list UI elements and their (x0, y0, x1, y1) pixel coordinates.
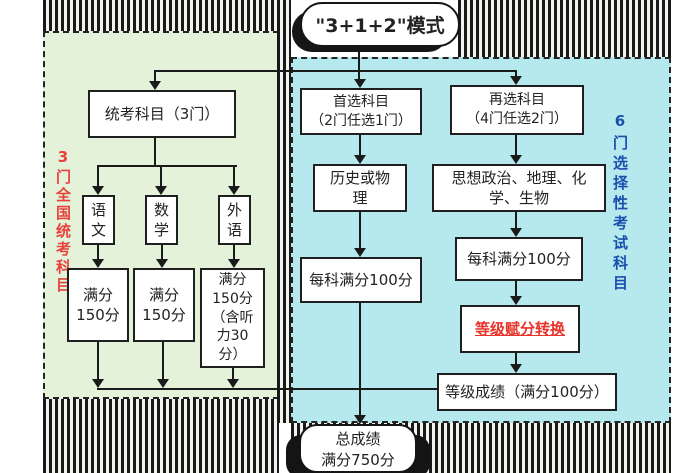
title-box: "3+1+2"模式 (300, 2, 460, 47)
total-score-box: 总成绩 满分750分 (299, 424, 417, 473)
connector-line (515, 353, 517, 364)
left-panel-side-label: 3门全国统考科目 (54, 148, 72, 295)
arrowhead-icon (155, 186, 167, 195)
connector-line (233, 245, 235, 259)
hatch-shadow-top-left (43, 0, 279, 31)
hatch-shadow-bottom-left (43, 399, 279, 473)
subject-box-foreign-language: 外 语 (218, 195, 251, 245)
connector-line (97, 245, 99, 259)
arrowhead-icon (157, 379, 169, 388)
connector-line (97, 165, 237, 167)
grade-conversion-box: 等级赋分转换 (460, 305, 580, 353)
arrowhead-icon (228, 186, 240, 195)
connector-line (97, 342, 99, 379)
connector-line (161, 245, 163, 259)
connector-line (97, 165, 99, 186)
connector-line (515, 70, 517, 76)
connector-line (232, 368, 234, 379)
unified-subjects-header-box: 统考科目（3门） (88, 90, 236, 138)
arrowhead-icon (92, 259, 104, 268)
arrowhead-icon (510, 296, 522, 305)
arrowhead-icon (510, 364, 522, 373)
connector-line (154, 70, 517, 72)
arrowhead-icon (354, 155, 366, 164)
first-choice-score-box: 每科满分100分 (300, 257, 422, 303)
first-choice-header-box: 首选科目 （2门任选1门） (300, 88, 422, 135)
connector-line (162, 342, 164, 379)
arrowhead-icon (92, 186, 104, 195)
connector-line (154, 70, 156, 81)
arrowhead-icon (227, 379, 239, 388)
arrowhead-icon (510, 155, 522, 164)
first-choice-subjects-box: 历史或物 理 (313, 164, 407, 212)
arrowhead-icon (354, 248, 366, 257)
arrowhead-icon (228, 259, 240, 268)
collector-line (97, 388, 437, 390)
arrowhead-icon (354, 415, 366, 424)
subject-box-math: 数 学 (145, 195, 178, 245)
arrowhead-icon (156, 259, 168, 268)
right-panel-side-label: 6门选择性考试科目 (611, 112, 629, 295)
arrowhead-icon (510, 228, 522, 237)
connector-line (515, 135, 517, 155)
connector-line (515, 212, 517, 228)
connector-line (515, 281, 517, 296)
hatch-shadow-middle-band (277, 0, 291, 423)
score-box-foreign-language: 满分 150分 （含听 力30 分） (200, 268, 265, 368)
second-choice-score-box: 每科满分100分 (455, 237, 583, 281)
second-choice-header-box: 再选科目 （4门任选2门） (450, 85, 584, 135)
connector-line (160, 165, 162, 186)
connector-line (358, 47, 360, 79)
connector-line (233, 165, 235, 186)
arrowhead-icon (92, 379, 104, 388)
score-box-math: 满分 150分 (133, 268, 195, 342)
arrowhead-icon (354, 79, 366, 88)
arrowhead-icon (510, 76, 522, 85)
connector-line (359, 303, 361, 415)
score-box-chinese: 满分 150分 (67, 268, 129, 342)
connector-line (359, 212, 361, 248)
hatch-shadow-top-right (458, 0, 671, 57)
arrowhead-icon (149, 81, 161, 90)
second-choice-subjects-box: 思想政治、地理、化 学、生物 (432, 164, 606, 212)
grade-result-box: 等级成绩（满分100分） (437, 373, 617, 411)
subject-box-chinese: 语 文 (82, 195, 115, 245)
connector-line (154, 138, 156, 165)
connector-line (359, 135, 361, 155)
